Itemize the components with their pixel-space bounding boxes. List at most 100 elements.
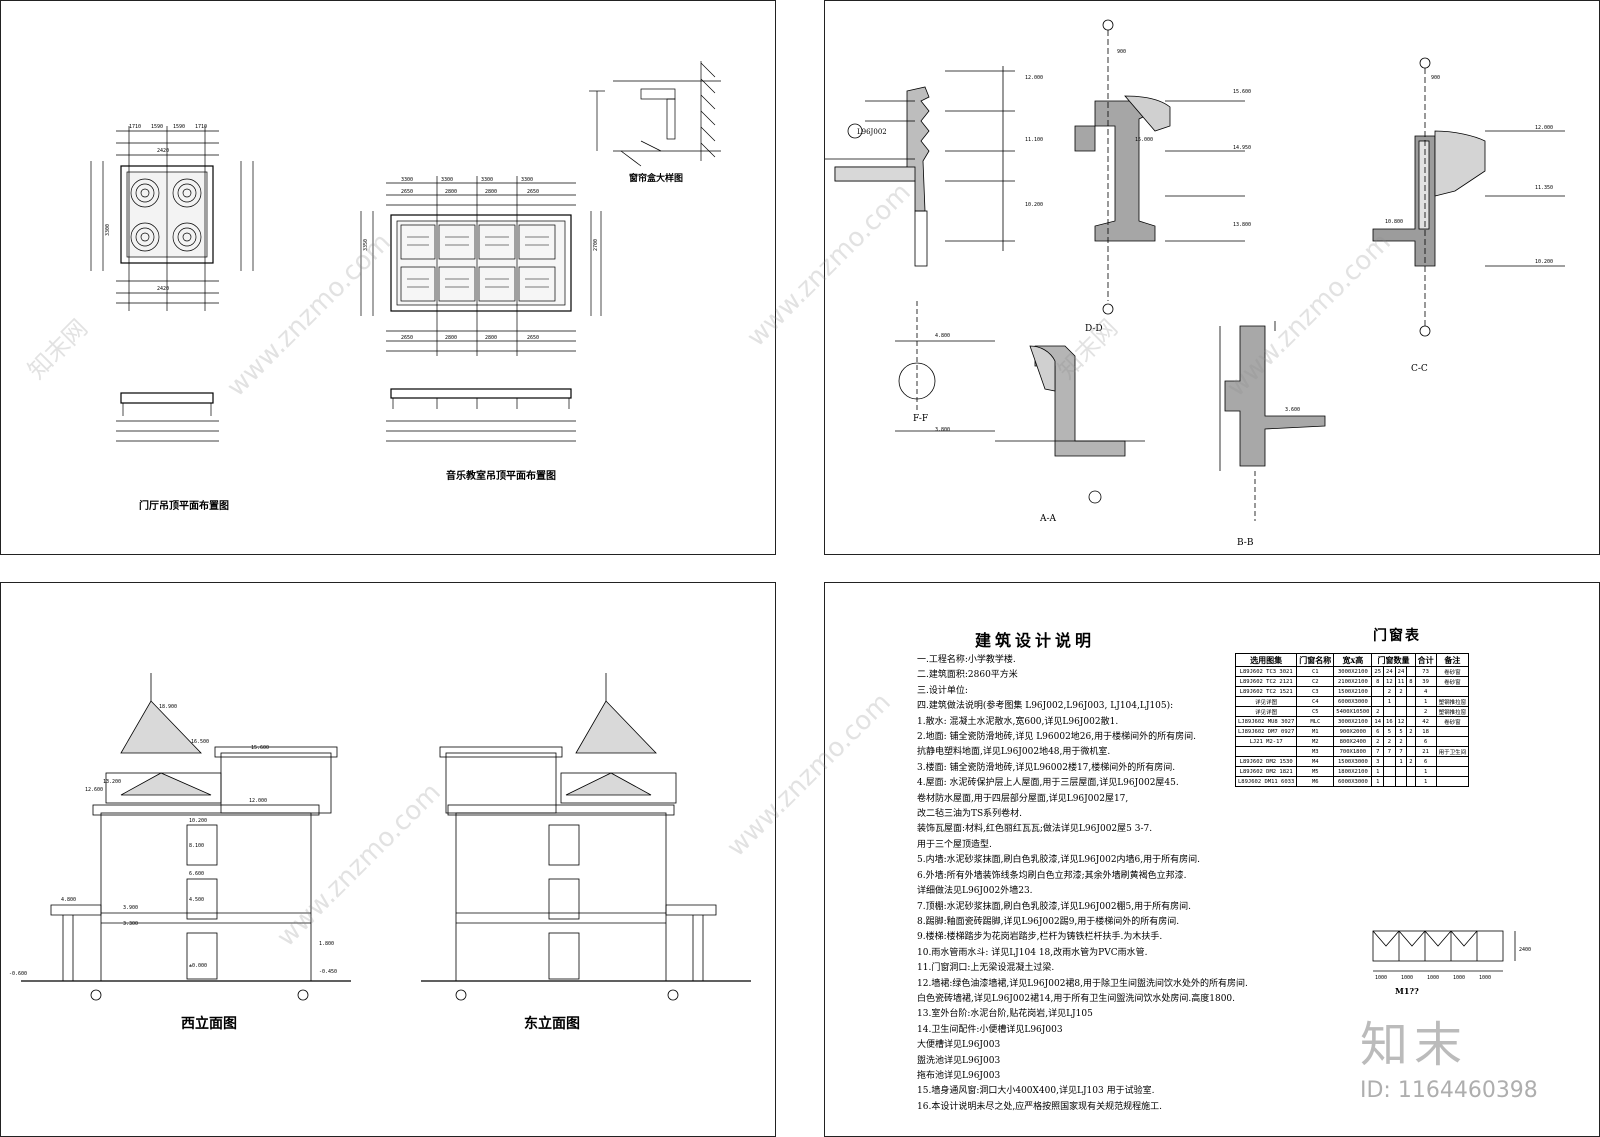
svg-text:13.800: 13.800 xyxy=(1233,222,1251,228)
svg-text:3300: 3300 xyxy=(481,177,493,183)
design-notes-list: 一.工程名称:小学教学楼. 二.建筑面积:2860平方米 三.设计单位: 四.建… xyxy=(917,653,1248,1115)
table-cell: 卷砂窗 xyxy=(1435,676,1470,687)
music-room-ceiling-caption: 音乐教室吊顶平面布置图 xyxy=(446,471,556,482)
section-label-cc: C-C xyxy=(1411,364,1428,374)
table-cell xyxy=(1394,766,1408,777)
east-elevation-caption: 东立面图 xyxy=(524,1016,580,1032)
table-cell: 700X1800 xyxy=(1333,746,1373,757)
table-cell: M5 xyxy=(1296,766,1335,777)
note-line: 抗静电塑料地面,详见L96J002地48,用于微机室. xyxy=(917,747,1111,758)
svg-text:4.500: 4.500 xyxy=(189,897,204,903)
table-cell xyxy=(1435,776,1470,787)
table-cell: LJ89J602 DM7 0927 xyxy=(1234,726,1298,737)
table-header: 备注 xyxy=(1435,653,1470,667)
table-cell xyxy=(1383,766,1396,777)
table-cell: M6 xyxy=(1296,776,1335,787)
table-header: 门窗名称 xyxy=(1296,653,1335,667)
table-cell: C1 xyxy=(1296,666,1335,677)
note-line: 拖布池详见L96J003 xyxy=(917,1070,1001,1081)
table-cell xyxy=(1406,696,1416,707)
table-cell: 11 xyxy=(1394,676,1408,687)
table-cell xyxy=(1435,756,1470,767)
table-cell xyxy=(1435,726,1470,737)
table-cell: 39 xyxy=(1414,676,1437,687)
table-cell: 2 xyxy=(1414,706,1437,717)
svg-text:3300: 3300 xyxy=(401,177,413,183)
svg-text:18.900: 18.900 xyxy=(159,704,177,710)
note-line: 7.顶棚:水泥砂浆抹面,刷白色乳胶漆,详见L96J002棚5,用于所有房间. xyxy=(917,901,1192,912)
svg-text:1000: 1000 xyxy=(1453,975,1465,981)
brand-logo-watermark: 知末 xyxy=(1360,1017,1469,1073)
table-cell: MLC xyxy=(1296,716,1335,727)
section-label-ff: F-F xyxy=(913,414,928,424)
table-cell: 卷砂窗 xyxy=(1435,716,1470,727)
table-cell: 2 xyxy=(1371,736,1385,747)
table-cell xyxy=(1435,736,1470,747)
door-window-table: 选用图集 门窗名称 宽x高 门窗数量 合计 备注 L89J602 TC3 302… xyxy=(1234,653,1470,787)
svg-text:2400: 2400 xyxy=(1519,947,1531,953)
svg-text:3300: 3300 xyxy=(521,177,533,183)
table-cell: M1 xyxy=(1296,726,1335,737)
svg-text:12.000: 12.000 xyxy=(1025,75,1043,81)
svg-text:11.100: 11.100 xyxy=(1025,137,1043,143)
table-cell: 1800X2100 xyxy=(1333,766,1373,777)
svg-text:10.800: 10.800 xyxy=(1385,219,1403,225)
svg-text:12.000: 12.000 xyxy=(249,798,267,804)
svg-text:2800: 2800 xyxy=(445,189,457,195)
table-cell: LJ21 M2-17 xyxy=(1234,736,1298,747)
pelmet-detail-caption: 窗帘盒大样图 xyxy=(629,174,684,184)
table-cell: 6000X3000 xyxy=(1333,696,1373,707)
table-cell: 12 xyxy=(1383,676,1396,687)
svg-text:-0.600: -0.600 xyxy=(9,971,27,977)
table-cell: 900X2000 xyxy=(1333,726,1373,737)
table-cell: 2 xyxy=(1406,756,1416,767)
table-header: 门窗数量 xyxy=(1371,653,1416,667)
table-cell: 42 xyxy=(1414,716,1437,727)
svg-text:3.600: 3.600 xyxy=(1285,407,1300,413)
note-line: 白色瓷砖墙裙,详见L96J002裙14,用于所有卫生间盥洗间饮水处房间.高度18… xyxy=(917,993,1236,1004)
svg-text:2650: 2650 xyxy=(527,189,539,195)
table-cell: 14 xyxy=(1371,716,1385,727)
svg-text:±0.000: ±0.000 xyxy=(189,963,207,969)
svg-text:900: 900 xyxy=(1431,75,1440,81)
svg-text:4.800: 4.800 xyxy=(935,333,950,339)
note-line: 盥洗池详见L96J003 xyxy=(917,1055,1001,1066)
table-cell: 2 xyxy=(1394,686,1408,697)
note-line: 8.踢脚:釉面瓷砖踢脚,详见L96J002踢9,用于楼梯间外的所有房间. xyxy=(917,916,1180,927)
note-line: 6.外墙:所有外墙装饰线条均刷白色立邦漆;其余外墙刷黄褐色立邦漆. xyxy=(917,870,1187,881)
table-cell xyxy=(1406,706,1416,717)
note-line: 16.本设计说明未尽之处,应严格按照国家现有关规范规程施工. xyxy=(917,1101,1163,1112)
section-label-aa: A-A xyxy=(1039,514,1057,524)
svg-text:6.600: 6.600 xyxy=(189,871,204,877)
table-cell: C4 xyxy=(1296,696,1335,707)
svg-text:1710: 1710 xyxy=(195,124,207,130)
svg-text:1590: 1590 xyxy=(173,124,185,130)
table-cell xyxy=(1406,766,1416,777)
table-cell: 2 xyxy=(1394,736,1408,747)
note-line: 用于三个屋顶造型. xyxy=(917,839,992,850)
svg-text:15.000: 15.000 xyxy=(1135,137,1153,143)
note-line: 3.楼面: 铺全瓷防滑地砖,详见L96002楼17,楼梯间外的所有房间. xyxy=(917,762,1176,773)
table-cell: 24 xyxy=(1394,666,1408,677)
table-cell xyxy=(1406,746,1416,757)
note-line: 四.建筑做法说明(参考图集 L96J002,L96J003, LJ104,LJ1… xyxy=(917,701,1174,712)
table-cell xyxy=(1435,686,1470,697)
table-cell xyxy=(1383,776,1396,787)
table-cell: 18 xyxy=(1414,726,1437,737)
table-cell: M4 xyxy=(1296,756,1335,767)
note-line: 9.楼梯:楼梯踏步为花岗岩踏步,栏杆为铸铁栏杆扶手.为木扶手. xyxy=(917,932,1163,943)
svg-text:1000: 1000 xyxy=(1375,975,1387,981)
table-cell: 5400X10500 xyxy=(1333,706,1373,717)
note-line: 11.门窗洞口:上无梁设混凝土过梁. xyxy=(917,963,1055,974)
svg-text:2650: 2650 xyxy=(401,189,413,195)
west-elevation-caption: 西立面图 xyxy=(181,1016,237,1032)
